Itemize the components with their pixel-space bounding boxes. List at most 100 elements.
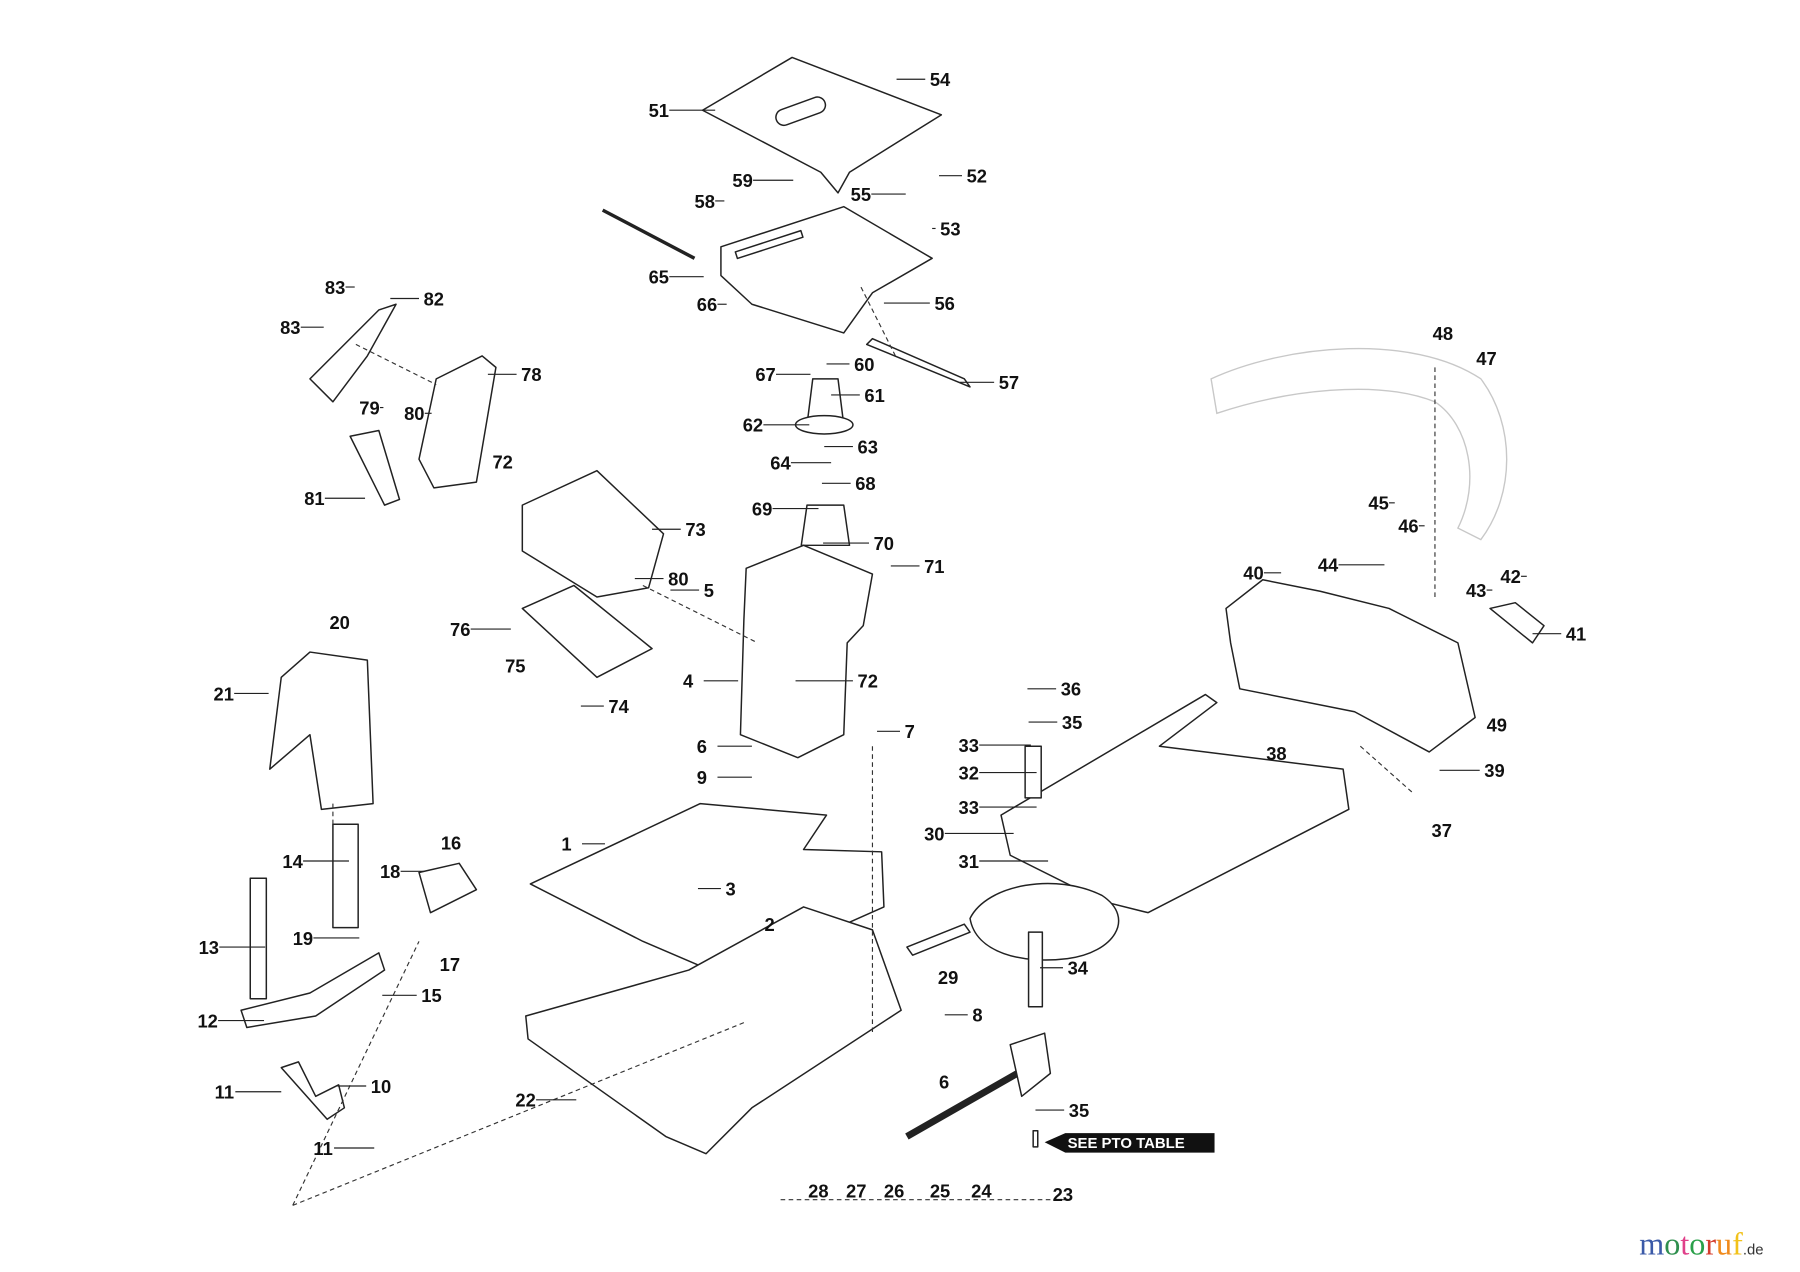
part-callout-58: 58 [695,191,715,212]
part-callout-25: 25 [930,1180,950,1201]
part-callout-61: 61 [864,385,884,406]
part-callout-7: 7 [905,721,915,742]
spring-13 [249,877,268,1000]
part-callout-40: 40 [1243,563,1263,584]
part-callout-64: 64 [770,453,791,474]
seat-mount-slot [734,229,804,260]
part-callout-13: 13 [199,937,219,958]
part-callout-79: 79 [359,397,379,418]
bracket-82 [309,303,397,403]
part-callout-6: 6 [697,736,707,757]
part-callout-35: 35 [1062,712,1082,733]
part-callout-28: 28 [808,1180,828,1201]
part-callout-5: 5 [704,580,714,601]
part-callout-69: 69 [752,498,772,519]
part-callout-8: 8 [972,1005,982,1026]
seat-plate-slot [775,96,827,127]
pedal-arm-12 [240,952,386,1029]
part-callout-67: 67 [755,364,775,385]
part-callout-23: 23 [1053,1184,1073,1205]
pto-screw-icon [1032,1130,1039,1148]
part-callout-62: 62 [743,415,763,436]
arrow-left-icon [1044,1133,1215,1153]
part-callout-70: 70 [874,533,894,554]
part-callout-37: 37 [1432,820,1452,841]
part-callout-54: 54 [930,69,951,90]
part-callout-1: 1 [561,834,571,855]
part-callout-45: 45 [1368,493,1388,514]
part-callout-6: 6 [939,1071,949,1092]
part-callout-81: 81 [304,488,324,509]
part-callout-72: 72 [492,451,512,472]
seat-mount [720,205,933,334]
spring-29 [906,923,971,956]
part-callout-63: 63 [858,436,878,457]
part-callout-46: 46 [1398,516,1418,537]
console-tower [739,544,874,759]
part-callout-82: 82 [424,288,444,309]
part-callout-3: 3 [726,878,736,899]
part-callout-73: 73 [685,519,705,540]
part-callout-83: 83 [325,277,345,298]
part-callout-80: 80 [668,568,688,589]
part-callout-2: 2 [765,914,775,935]
pto-pulley [969,882,1120,961]
part-callout-18: 18 [380,861,400,882]
part-callout-59: 59 [732,170,752,191]
part-callout-31: 31 [959,851,979,872]
part-callout-41: 41 [1566,624,1586,645]
pin-34 [1027,931,1044,1008]
part-callout-57: 57 [999,372,1019,393]
part-callout-47: 47 [1476,348,1496,369]
part-callout-42: 42 [1500,566,1520,587]
part-callout-14: 14 [282,851,303,872]
watermark-logo: motoruf.de [1639,1226,1763,1262]
part-callout-39: 39 [1484,760,1504,781]
part-callout-80: 80 [404,403,424,424]
see-pto-table-note: SEE PTO TABLE [1032,1130,1215,1153]
part-callout-52: 52 [967,166,987,187]
part-callout-22: 22 [515,1090,535,1111]
part-callout-65: 65 [649,267,669,288]
guide-lines [292,286,1436,1206]
part-callout-32: 32 [959,762,979,783]
bracket-10 [280,1061,346,1121]
part-callout-51: 51 [649,100,669,121]
pedal-16 [418,862,478,914]
part-callout-55: 55 [851,184,871,205]
part-callout-76: 76 [450,619,470,640]
bracket-78 [418,355,497,489]
part-callout-38: 38 [1266,743,1286,764]
part-callout-53: 53 [940,218,960,239]
part-callout-27: 27 [846,1180,866,1201]
part-callout-75: 75 [505,656,525,677]
axle [905,1064,1030,1140]
pedal-shroud [269,651,374,811]
part-callout-35: 35 [1069,1100,1089,1121]
see-pto-table-label: SEE PTO TABLE [1068,1135,1185,1152]
part-callout-36: 36 [1061,679,1081,700]
part-callout-24: 24 [971,1180,992,1201]
rear-frame [1225,579,1476,753]
part-callout-43: 43 [1466,580,1486,601]
part-callout-44: 44 [1318,555,1339,576]
part-callout-78: 78 [521,364,541,385]
part-callout-10: 10 [371,1076,391,1097]
part-callout-68: 68 [855,473,875,494]
bracket-74 [521,584,653,679]
part-callout-83: 83 [280,317,300,338]
part-callout-21: 21 [214,683,234,704]
fender-outline [1210,347,1508,541]
part-callout-9: 9 [697,767,707,788]
bracket-41 [1489,601,1545,644]
part-callout-4: 4 [683,671,694,692]
part-callout-74: 74 [608,696,629,717]
part-callout-33: 33 [959,797,979,818]
seat-lever [865,337,971,388]
bracket-79 [349,429,401,506]
part-callout-17: 17 [440,954,460,975]
part-callout-66: 66 [697,294,717,315]
